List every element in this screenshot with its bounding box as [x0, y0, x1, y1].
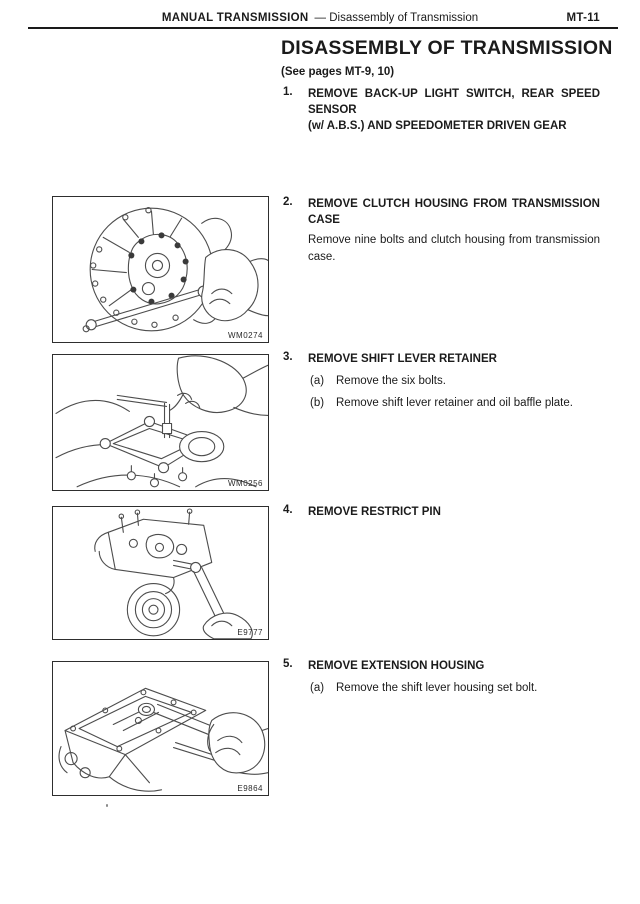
- step-4: 4. REMOVE RESTRICT PIN: [283, 504, 600, 520]
- substep-text: Remove the six bolts.: [336, 375, 446, 387]
- step-3-substep-a: (a) Remove the six bolts.: [310, 373, 600, 389]
- step-1-heading-line-2: (w/ A.B.S.) AND SPEEDOMETER DRIVEN GEAR: [308, 120, 567, 132]
- substep-text: Remove the shift lever housing set bolt.: [336, 682, 538, 694]
- step-2-body-line-2: case.: [308, 250, 336, 263]
- substep-label: (a): [310, 682, 325, 694]
- step-1-heading: REMOVE BACK-UP LIGHT SWITCH, REAR SPEED …: [308, 86, 600, 134]
- step-4-number: 4.: [283, 504, 293, 516]
- step-3-substep-b: (b) Remove shift lever retainer and oil …: [310, 395, 600, 411]
- figure-code: WM0256: [227, 479, 263, 488]
- scan-artifact: [106, 804, 108, 807]
- header-subsection: — Disassembly of Transmission: [314, 12, 479, 24]
- step-4-heading-line-1: REMOVE RESTRICT PIN: [308, 506, 441, 518]
- step-5-heading-line-1: REMOVE EXTENSION HOUSING: [308, 660, 485, 672]
- step-2-number: 2.: [283, 196, 293, 208]
- figure-extension-housing: E9864: [52, 661, 269, 796]
- header-title: MANUAL TRANSMISSION — Disassembly of Tran…: [0, 12, 640, 24]
- step-2-heading-line-1: REMOVE CLUTCH HOUSING FROM TRANSMISSION: [308, 198, 600, 210]
- step-5-heading: REMOVE EXTENSION HOUSING: [308, 658, 600, 674]
- step-3-heading-line-1: REMOVE SHIFT LEVER RETAINER: [308, 353, 497, 365]
- step-5-substeps: (a) Remove the shift lever housing set b…: [310, 680, 600, 696]
- substep-label: (b): [310, 397, 325, 409]
- figure-code: E9777: [237, 628, 263, 637]
- substep-label: (a): [310, 375, 325, 387]
- step-3-heading: REMOVE SHIFT LEVER RETAINER: [308, 351, 600, 367]
- step-1: 1. REMOVE BACK-UP LIGHT SWITCH, REAR SPE…: [283, 86, 600, 134]
- figure-clutch-housing: WM0274: [52, 196, 269, 343]
- step-3: 3. REMOVE SHIFT LEVER RETAINER (a) Remov…: [283, 351, 600, 411]
- page-number: MT-11: [566, 12, 600, 24]
- page-subtitle: (See pages MT-9, 10): [281, 66, 395, 78]
- page-title: DISASSEMBLY OF TRANSMISSION: [281, 37, 613, 59]
- clutch-housing-illustration: [82, 207, 268, 333]
- step-2-body-line-1: Remove nine bolts and clutch housing fro…: [308, 234, 600, 246]
- shift-lever-retainer-illustration: [55, 355, 268, 488]
- extension-housing-illustration: [58, 687, 268, 792]
- figure-restrict-pin: E9777: [52, 506, 269, 640]
- header-section: MANUAL TRANSMISSION: [161, 12, 309, 24]
- figure-code: WM0274: [227, 331, 263, 340]
- restrict-pin-illustration: [94, 508, 253, 639]
- step-5: 5. REMOVE EXTENSION HOUSING (a) Remove t…: [283, 658, 600, 696]
- figure-shift-lever-retainer: WM0256: [52, 354, 269, 491]
- step-1-number: 1.: [283, 86, 293, 98]
- step-5-substep-a: (a) Remove the shift lever housing set b…: [310, 680, 600, 696]
- step-5-number: 5.: [283, 658, 293, 670]
- step-3-number: 3.: [283, 351, 293, 363]
- step-2: 2. REMOVE CLUTCH HOUSING FROM TRANSMISSI…: [283, 196, 600, 265]
- step-2-body: Remove nine bolts and clutch housing fro…: [308, 232, 600, 265]
- step-2-heading: REMOVE CLUTCH HOUSING FROM TRANSMISSION …: [308, 196, 600, 228]
- step-3-substeps: (a) Remove the six bolts. (b) Remove shi…: [310, 373, 600, 411]
- step-1-heading-line-1: REMOVE BACK-UP LIGHT SWITCH, REAR SPEED …: [308, 88, 600, 116]
- header-rule: [28, 27, 618, 29]
- figure-code: E9864: [237, 784, 263, 793]
- substep-text: Remove shift lever retainer and oil baff…: [336, 397, 573, 409]
- step-2-heading-line-2: CASE: [308, 214, 340, 226]
- step-4-heading: REMOVE RESTRICT PIN: [308, 504, 600, 520]
